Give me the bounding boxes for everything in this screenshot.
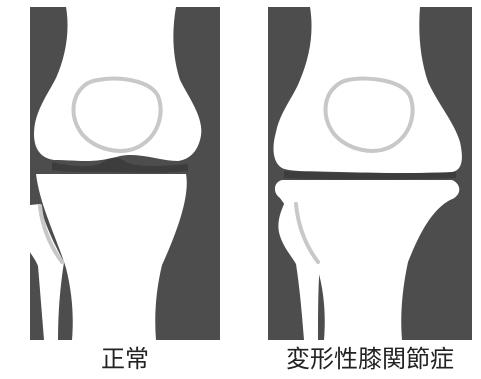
- knee-osteoarthritis-label: 変形性膝関節症: [268, 344, 472, 374]
- normal-knee-label: 正常: [30, 344, 220, 374]
- oa-knee-illustration: [268, 7, 472, 340]
- normal-knee-illustration: [22, 7, 220, 340]
